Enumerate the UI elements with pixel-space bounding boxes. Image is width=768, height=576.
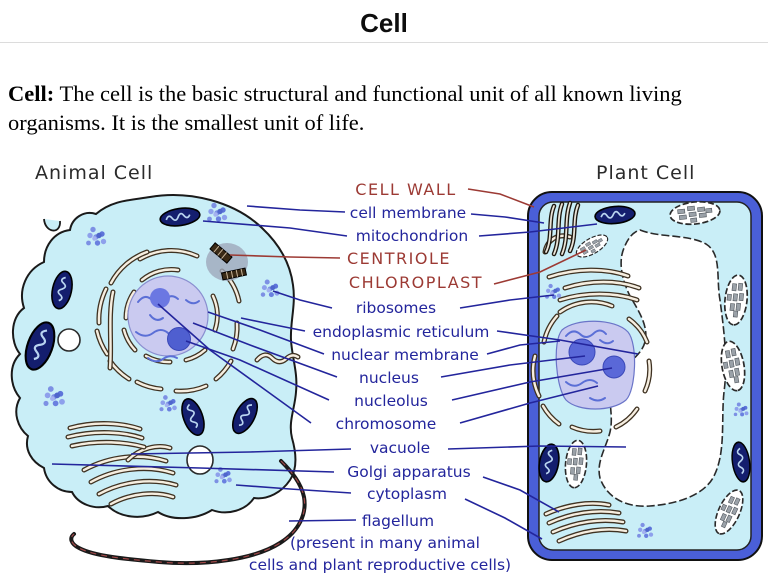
label-nucleus: nucleus <box>359 369 419 387</box>
leader-nuclear-membrane-left <box>207 311 325 355</box>
label-flagellum-note-1: (present in many animal <box>290 534 480 552</box>
label-endoplasmic-reticulum: endoplasmic reticulum <box>313 323 490 341</box>
leader-er-right <box>496 330 639 355</box>
animal-cell <box>10 194 307 566</box>
leader-ribosomes-left <box>272 290 333 309</box>
leader-cell-membrane-right <box>470 213 545 224</box>
label-centriole: CENTRIOLE <box>347 249 451 268</box>
leader-centriole-left <box>229 254 341 259</box>
leader-nucleus-right <box>440 355 586 378</box>
plant-cell <box>527 191 763 561</box>
label-vacuole: vacuole <box>370 439 430 457</box>
leader-golgi-right <box>482 476 560 513</box>
divider-line <box>0 42 768 43</box>
leader-ribosomes-right <box>459 294 555 309</box>
label-golgi-apparatus: Golgi apparatus <box>347 463 470 481</box>
animal-centriole <box>206 242 248 281</box>
leader-vacuole-right <box>447 445 627 450</box>
definition-term: Cell: <box>8 81 55 106</box>
label-ribosomes: ribosomes <box>356 299 436 317</box>
flagellum <box>69 459 307 566</box>
leader-chromosome-right <box>459 385 599 424</box>
animal-cell-title: Animal Cell <box>35 162 153 184</box>
leader-chromosome-left <box>157 303 312 424</box>
plant-golgi-apparatus <box>543 500 629 544</box>
leader-chloroplast-right <box>493 249 587 285</box>
animal-golgi-apparatus <box>65 421 179 507</box>
animal-nucleolus <box>167 327 191 351</box>
leader-nucleolus-left <box>185 340 330 401</box>
leader-nuclear-membrane-right <box>486 340 561 355</box>
plant-cell-title: Plant Cell <box>596 162 695 184</box>
animal-chromatin-body <box>150 288 170 308</box>
label-nuclear-membrane: nuclear membrane <box>331 346 479 364</box>
label-chloroplast: CHLOROPLAST <box>349 273 483 292</box>
leader-er-left <box>240 317 306 332</box>
label-nucleolus: nucleolus <box>354 392 428 410</box>
leader-golgi-left <box>51 463 335 473</box>
label-chromosome: chromosome <box>336 415 437 433</box>
leader-mitochondrion-left <box>202 220 348 237</box>
leader-nucleolus-right <box>451 367 613 401</box>
animal-vesicle <box>57 328 81 352</box>
definition-text: The cell is the basic structural and fun… <box>8 81 682 135</box>
animal-vacuole <box>186 445 214 475</box>
leader-mitochondrion-right <box>478 223 598 237</box>
leader-cell-wall-right <box>467 188 535 208</box>
label-cell-membrane: cell membrane <box>350 204 466 222</box>
label-flagellum-note-2: cells and plant reproductive cells) <box>249 556 511 574</box>
label-cell-wall: CELL WALL <box>355 180 456 199</box>
leader-lines <box>51 188 639 540</box>
definition-paragraph: Cell: The cell is the basic structural a… <box>8 80 762 138</box>
leader-nucleus-left <box>192 322 338 378</box>
leader-cytoplasm-right <box>464 498 543 540</box>
leader-flagellum-left <box>288 519 357 522</box>
label-mitochondrion: mitochondrion <box>356 227 468 245</box>
leader-cytoplasm-left <box>235 484 352 494</box>
label-flagellum: flagellum <box>362 512 434 530</box>
plant-chromatin-body <box>602 355 626 379</box>
membrane-notch <box>43 218 61 232</box>
page-title: Cell <box>360 8 408 38</box>
animal-nucleus <box>127 275 209 363</box>
label-cytoplasm: cytoplasm <box>367 485 447 503</box>
animal-endoplasmic-reticulum <box>94 248 301 394</box>
leader-cell-membrane-left <box>246 205 346 213</box>
plant-nucleus <box>555 320 636 410</box>
leader-vacuole-left <box>130 448 352 455</box>
